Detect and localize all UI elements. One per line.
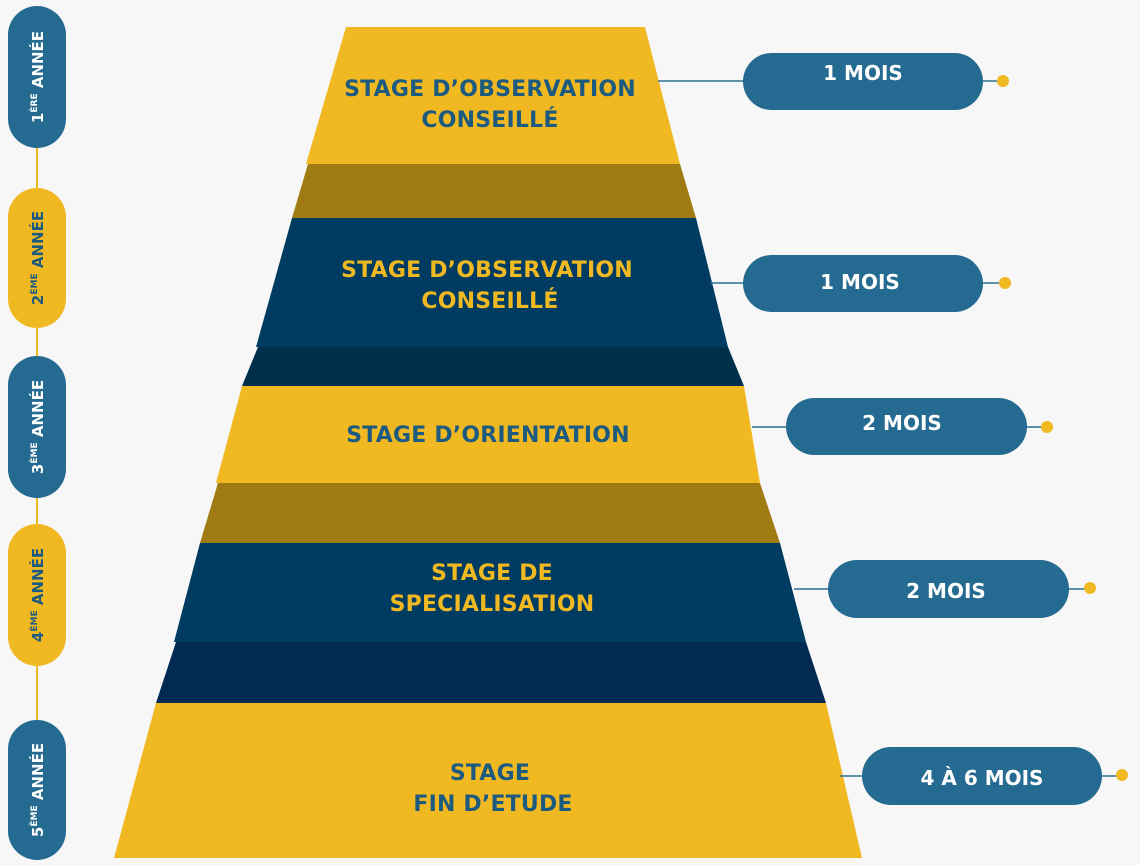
duration-1: 1 MOIS <box>823 61 903 85</box>
step-2-trapezoid <box>256 218 728 347</box>
year-1-text: 1ÈRE ANNÉE <box>28 31 47 123</box>
step-3-label: STAGE D’ORIENTATION <box>346 423 630 448</box>
year-pill-1: 1ÈRE ANNÉE <box>8 6 66 148</box>
year-2-text: 2ÈME ANNÉE <box>28 211 47 305</box>
duration-pill-2: 1 MOIS <box>743 255 1011 312</box>
year-pill-4: 4ÈME ANNÉE <box>8 524 66 666</box>
year-pill-3: 3ÈME ANNÉE <box>8 356 66 498</box>
step-1-trapezoid <box>306 27 680 164</box>
fold-1-2 <box>292 164 696 218</box>
year-pill-5: 5ÈME ANNÉE <box>8 720 66 860</box>
fold-3-4 <box>200 483 780 543</box>
duration-5: 4 À 6 MOIS <box>921 766 1044 790</box>
duration-3: 2 MOIS <box>862 411 942 435</box>
year-3-text: 3ÈME ANNÉE <box>28 380 47 474</box>
year-4-text: 4ÈME ANNÉE <box>28 548 47 642</box>
step-4-label-line-1: STAGE DE <box>431 561 553 586</box>
duration-pill-3: 2 MOIS <box>786 398 1053 455</box>
step-5-label-line-1: STAGE <box>450 761 530 786</box>
duration-pill-4: 2 MOIS <box>828 560 1096 618</box>
step-1-label-line-1: STAGE D’OBSERVATION <box>344 77 636 102</box>
pill-1-dot <box>997 75 1009 87</box>
step-5-label-line-2: FIN D’ETUDE <box>413 792 572 817</box>
duration-pill-1: 1 MOIS <box>743 53 1009 110</box>
duration-2: 1 MOIS <box>820 270 900 294</box>
step-4-trapezoid <box>174 543 806 642</box>
step-1-label-line-2: CONSEILLÉ <box>421 107 558 133</box>
year-5-text: 5ÈME ANNÉE <box>28 743 47 837</box>
step-3-trapezoid <box>216 386 760 483</box>
fold-2-3 <box>242 347 744 386</box>
step-5-trapezoid <box>114 703 862 858</box>
pill-4-dot <box>1084 582 1096 594</box>
pill-3-dot <box>1041 421 1053 433</box>
step-2-label-line-1: STAGE D’OBSERVATION <box>341 258 633 283</box>
fold-4-5 <box>156 642 826 703</box>
pill-5-dot <box>1116 769 1128 781</box>
duration-4: 2 MOIS <box>906 579 986 603</box>
step-4-label-line-2: SPECIALISATION <box>390 592 595 617</box>
pill-2-dot <box>999 277 1011 289</box>
step-2-label-line-2: CONSEILLÉ <box>421 288 558 314</box>
duration-pill-5: 4 À 6 MOIS <box>862 747 1128 805</box>
year-pill-2: 2ÈME ANNÉE <box>8 188 66 328</box>
